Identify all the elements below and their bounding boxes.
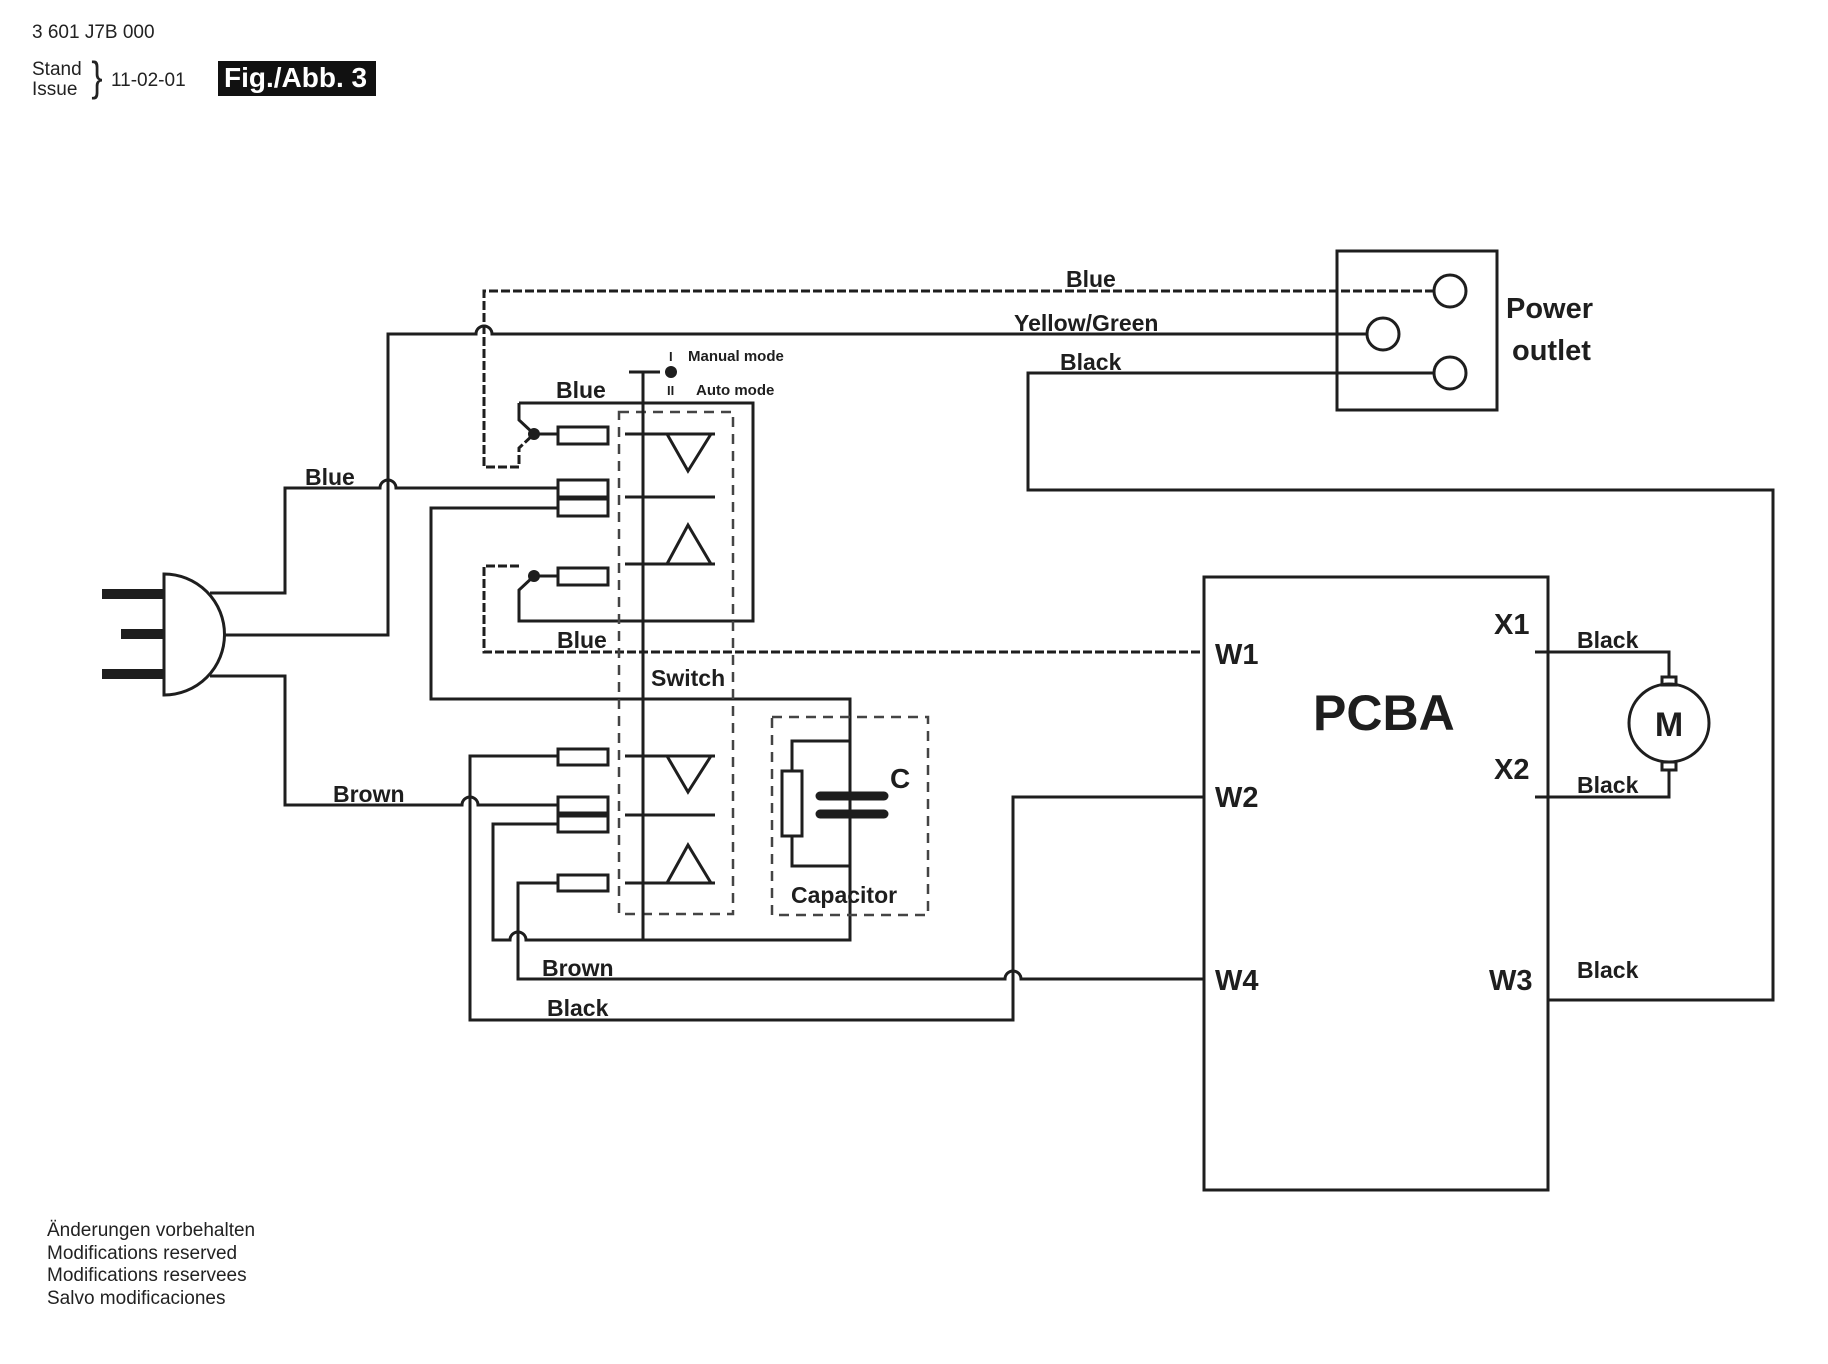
switch-contact-triangle-down <box>665 755 713 795</box>
issue-label: Issue <box>32 79 78 100</box>
switch-contact-triangle-up <box>665 842 713 884</box>
wire-brown-plug <box>210 674 558 807</box>
wire-label-w1-blue: Blue <box>557 627 607 653</box>
switch-label-bg <box>648 660 730 688</box>
outlet-socket-earth <box>1365 316 1401 352</box>
wire-label-switch-blue: Blue <box>556 377 606 403</box>
pcba-box <box>1202 575 1550 1192</box>
capacitor-symbol-label: C <box>890 763 910 794</box>
mains-plug <box>102 572 226 697</box>
wire-label-yellow-green: Yellow/Green <box>1014 310 1158 336</box>
power-outlet-box <box>1335 249 1499 412</box>
stand-issue-labels: Stand Issue <box>32 60 82 100</box>
switch: I Manual mode II Auto mode Switch <box>617 348 784 940</box>
switch-terminal <box>556 566 610 587</box>
wire-label-outlet-black: Black <box>1060 349 1122 375</box>
wire-black-x1 <box>1535 650 1671 677</box>
power-outlet: Power outlet <box>1335 249 1593 412</box>
power-outlet-label-line1: Power <box>1506 293 1593 325</box>
wire-label-x1-black: Black <box>1577 627 1639 653</box>
switch-mode-dot <box>665 366 677 378</box>
issue-date: 11-02-01 <box>111 70 186 91</box>
mode-label-manual: Manual mode <box>688 348 784 365</box>
switch-terminal <box>556 478 610 499</box>
wire-blue-outlet <box>482 289 1434 469</box>
outlet-wires: Blue Yellow/Green Black <box>224 266 1775 1002</box>
switch-contact-triangle-down <box>665 433 713 474</box>
footer-line-es: Salvo modificaciones <box>47 1287 226 1309</box>
plug-body <box>162 572 226 697</box>
mode-marker-auto: II <box>667 383 674 398</box>
switch-terminal <box>556 425 610 446</box>
plug-prong-bottom <box>102 669 164 679</box>
switch-label: Switch <box>651 665 725 691</box>
wire-label-w4-brown: Brown <box>542 955 614 981</box>
mode-marker-manual: I <box>669 349 673 364</box>
footer-disclaimer: Änderungen vorbehalten Modifications res… <box>47 1220 255 1310</box>
footer-line-fr: Modifications reservees <box>47 1265 247 1286</box>
footer-line-de: Änderungen vorbehalten <box>47 1220 256 1241</box>
outlet-socket-black <box>1432 355 1468 391</box>
terminal-w4: W4 <box>1215 965 1259 997</box>
switch-terminal <box>556 497 610 518</box>
wire-black-x2 <box>1535 770 1671 799</box>
wire-label-outlet-blue: Blue <box>1066 266 1116 292</box>
switch-lower-section: Brown Black <box>468 747 1204 1022</box>
motor-label: M <box>1655 706 1683 744</box>
mode-label-auto: Auto mode <box>696 382 774 399</box>
plug-prong-top <box>102 589 164 599</box>
power-outlet-label-line2: outlet <box>1512 335 1591 367</box>
wire-label-plug-brown: Brown <box>333 781 405 807</box>
pcba-label: PCBA <box>1313 685 1455 741</box>
terminal-w1: W1 <box>1215 639 1259 671</box>
brace-symbol: } <box>91 53 103 100</box>
motor: M Black Black Black <box>1535 627 1711 983</box>
stand-label: Stand <box>32 59 82 80</box>
wire-switch-capacitor-loop <box>429 506 852 942</box>
switch-inner-bridge <box>517 401 755 623</box>
capacitor-resistor-branch <box>790 739 850 868</box>
wire-black-w2 <box>1011 795 1204 979</box>
wire-label-plug-blue: Blue <box>305 464 355 490</box>
terminal-x1: X1 <box>1494 609 1529 641</box>
motor-circle <box>1627 682 1711 764</box>
switch-upper-section: Blue Blue <box>482 377 1204 654</box>
switch-contact-triangle-up <box>665 521 713 565</box>
switch-terminal <box>556 814 610 834</box>
terminal-x2: X2 <box>1494 754 1529 786</box>
document-number: 3 601 J7B 000 <box>32 22 155 43</box>
wire-yellow-green <box>224 324 1367 637</box>
footer-line-en: Modifications reserved <box>47 1242 238 1264</box>
switch-terminal <box>556 795 610 815</box>
plug-prong-earth <box>121 629 164 639</box>
switch-tap-top <box>517 403 536 436</box>
wire-black-w2-loop <box>468 754 1015 1022</box>
wire-blue-plug <box>210 478 558 595</box>
capacitor: C Capacitor <box>770 715 930 917</box>
figure-label: Fig./Abb. 3 <box>218 61 377 96</box>
terminal-w3: W3 <box>1489 965 1533 997</box>
wire-label-w2-black: Black <box>547 995 609 1021</box>
wire-label-x2-black: Black <box>1577 772 1639 798</box>
switch-terminal <box>556 873 610 893</box>
wire-blue-w1 <box>482 564 1204 654</box>
wire-label-w3-black: Black <box>1577 957 1639 983</box>
switch-housing <box>617 410 735 916</box>
capacitor-housing <box>770 715 930 917</box>
terminal-w2: W2 <box>1215 782 1259 814</box>
bleeder-resistor <box>780 769 804 838</box>
wire-black-outlet-w3 <box>1026 371 1775 1002</box>
wire-brown-w4 <box>516 881 1204 981</box>
outlet-socket-blue <box>1432 273 1468 309</box>
capacitor-label: Capacitor <box>791 882 897 908</box>
pcba: PCBA W1 W2 W4 W3 X1 X2 <box>1202 575 1550 1192</box>
switch-terminal <box>556 747 610 767</box>
